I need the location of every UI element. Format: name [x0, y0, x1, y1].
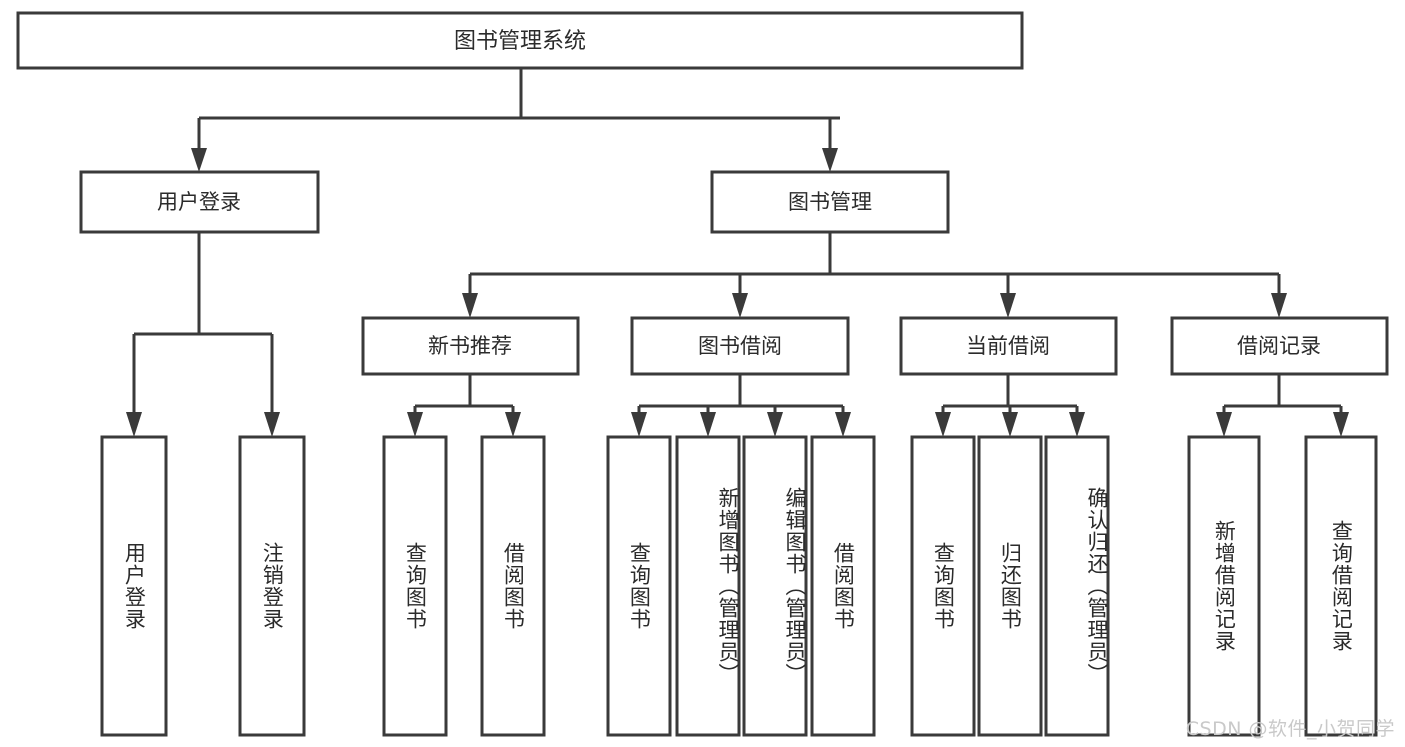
arrow-head-leaf9: [935, 412, 951, 437]
arrow-head-leaf13: [1333, 412, 1349, 437]
arrow-head-record: [1271, 293, 1287, 318]
leaf-box-record-2[interactable]: [1304, 435, 1378, 737]
node-record-label: 借阅记录: [1237, 334, 1321, 358]
arrow-head-bookmgmt: [822, 148, 838, 172]
node-root[interactable]: 图书管理系统: [16, 11, 1024, 70]
node-newbook-label: 新书推荐: [428, 334, 512, 358]
leaf-box-current-2[interactable]: [977, 435, 1043, 737]
node-current[interactable]: 当前借阅: [899, 316, 1118, 376]
leaf-box-newbook-2[interactable]: [480, 435, 546, 737]
arrow-head-leaf2: [264, 412, 280, 437]
node-current-label: 当前借阅: [966, 334, 1050, 358]
node-newbook[interactable]: 新书推荐: [361, 316, 580, 376]
arrow-head-leaf11: [1069, 412, 1085, 437]
csdn-watermark: CSDN @软件_小贺同学: [1185, 718, 1395, 740]
node-bookmgmt-box[interactable]: [710, 170, 950, 234]
node-login[interactable]: 用户登录: [79, 170, 320, 234]
leaf-box-current-1[interactable]: [910, 435, 976, 737]
node-newbook-box[interactable]: [361, 316, 580, 376]
arrow-head-borrow: [732, 293, 748, 318]
arrow-head-leaf4: [505, 412, 521, 437]
leaf-box-layer: [100, 435, 1378, 737]
node-record-box[interactable]: [1170, 316, 1389, 376]
arrow-head-leaf8: [835, 412, 851, 437]
arrow-head-leaf6: [700, 412, 716, 437]
arrow-head-current: [1000, 293, 1016, 318]
arrow-head-login: [191, 148, 207, 172]
node-root-box[interactable]: [16, 11, 1024, 70]
arrow-head-leaf12: [1216, 412, 1232, 437]
arrow-head-leaf7: [767, 412, 783, 437]
node-record[interactable]: 借阅记录: [1170, 316, 1389, 376]
arrow-head-leaf5: [631, 412, 647, 437]
leaf-box-borrow-4[interactable]: [810, 435, 876, 737]
connector-layer: [126, 68, 1349, 437]
node-borrow[interactable]: 图书借阅: [630, 316, 850, 376]
leaf-box-newbook-1[interactable]: [382, 435, 448, 737]
leaf-box-record-1[interactable]: [1187, 435, 1261, 737]
node-login-label: 用户登录: [157, 190, 241, 214]
leaf-box-login-2[interactable]: [238, 435, 306, 737]
arrow-head-newbook: [462, 293, 478, 318]
node-borrow-box[interactable]: [630, 316, 850, 376]
node-bookmgmt[interactable]: 图书管理: [710, 170, 950, 234]
leaf-box-borrow-3[interactable]: [742, 435, 808, 737]
leaf-box-login-1[interactable]: [100, 435, 168, 737]
arrow-head-leaf1: [126, 412, 142, 437]
arrow-head-leaf3: [407, 412, 423, 437]
arrow-head-leaf10: [1002, 412, 1018, 437]
node-bookmgmt-label: 图书管理: [788, 190, 872, 214]
leaf-box-borrow-2[interactable]: [675, 435, 741, 737]
leaf-box-current-3[interactable]: [1044, 435, 1110, 737]
node-borrow-label: 图书借阅: [698, 334, 782, 358]
node-root-label: 图书管理系统: [454, 29, 586, 54]
node-current-box[interactable]: [899, 316, 1118, 376]
node-login-box[interactable]: [79, 170, 320, 234]
leaf-box-borrow-1[interactable]: [606, 435, 672, 737]
